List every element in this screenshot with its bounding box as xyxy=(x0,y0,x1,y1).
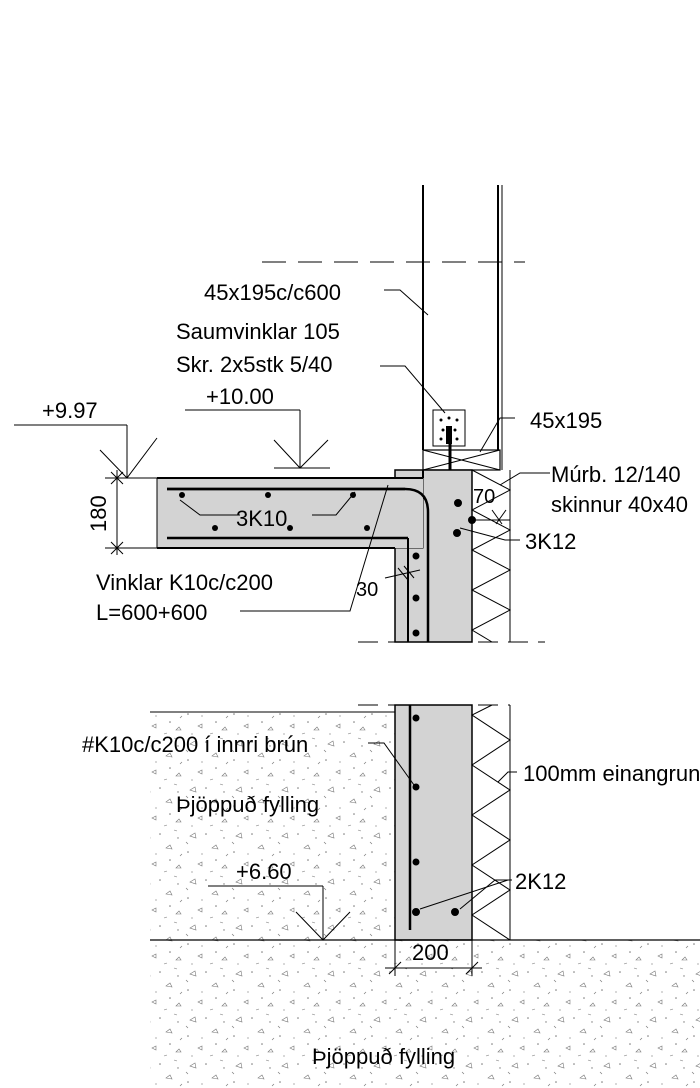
label-fill-lower: Þjöppuð fylling xyxy=(312,1044,455,1069)
label-vinklar-2: L=600+600 xyxy=(96,600,207,625)
dim-30 xyxy=(384,565,421,581)
dim-200 xyxy=(385,940,482,976)
dim-180 xyxy=(105,470,157,555)
wall-rebar-upper xyxy=(412,499,476,637)
slab-rebar xyxy=(167,487,430,642)
bottom-plate xyxy=(422,449,501,471)
dim-30-value: 30 xyxy=(356,579,378,601)
timber-stud-wall xyxy=(262,185,525,470)
angle-bracket-icon xyxy=(432,409,466,447)
label-slab-rebar: 3K10 xyxy=(236,506,287,531)
wall-rebar-lower xyxy=(408,705,459,930)
level-marker-left xyxy=(14,424,158,479)
level-marker-floor xyxy=(185,409,330,469)
level-ground-value: +6.60 xyxy=(236,859,292,884)
label-vinklar-1: Vinklar K10c/c200 xyxy=(96,570,273,595)
label-wall-rebar-bottom: 2K12 xyxy=(515,869,566,894)
label-saumvinklar: Saumvinklar 105 xyxy=(176,319,340,344)
dim-180-value: 180 xyxy=(86,495,111,532)
label-wall-rebar-grid: #K10c/c200 í innri brún xyxy=(82,732,308,757)
label-skruf: Skr. 2x5stk 5/40 xyxy=(176,352,333,377)
label-murb-1: Múrb. 12/140 xyxy=(551,462,681,487)
level-floor-value: +10.00 xyxy=(206,384,274,409)
label-fill-upper: Þjöppuð fylling xyxy=(176,792,319,817)
label-plate: 45x195 xyxy=(530,408,602,433)
label-wall-rebar-top: 3K12 xyxy=(525,529,576,554)
soil-fill xyxy=(150,712,700,1088)
label-insulation: 100mm einangrun xyxy=(523,761,700,786)
break-lines xyxy=(358,641,545,706)
concrete-wall xyxy=(394,469,473,941)
label-murb-2: skinnur 40x40 xyxy=(551,492,688,517)
floor-slab xyxy=(156,470,424,549)
level-marker-ground xyxy=(208,885,351,941)
dim-70 xyxy=(472,509,510,525)
dim-70-value: 70 xyxy=(473,486,495,508)
label-stud: 45x195c/c600 xyxy=(204,280,341,305)
insulation-lower xyxy=(471,704,511,941)
leader-lines xyxy=(179,289,550,910)
dim-200-value: 200 xyxy=(412,940,449,965)
insulation-upper xyxy=(470,469,512,643)
level-left-value: +9.97 xyxy=(42,398,98,423)
